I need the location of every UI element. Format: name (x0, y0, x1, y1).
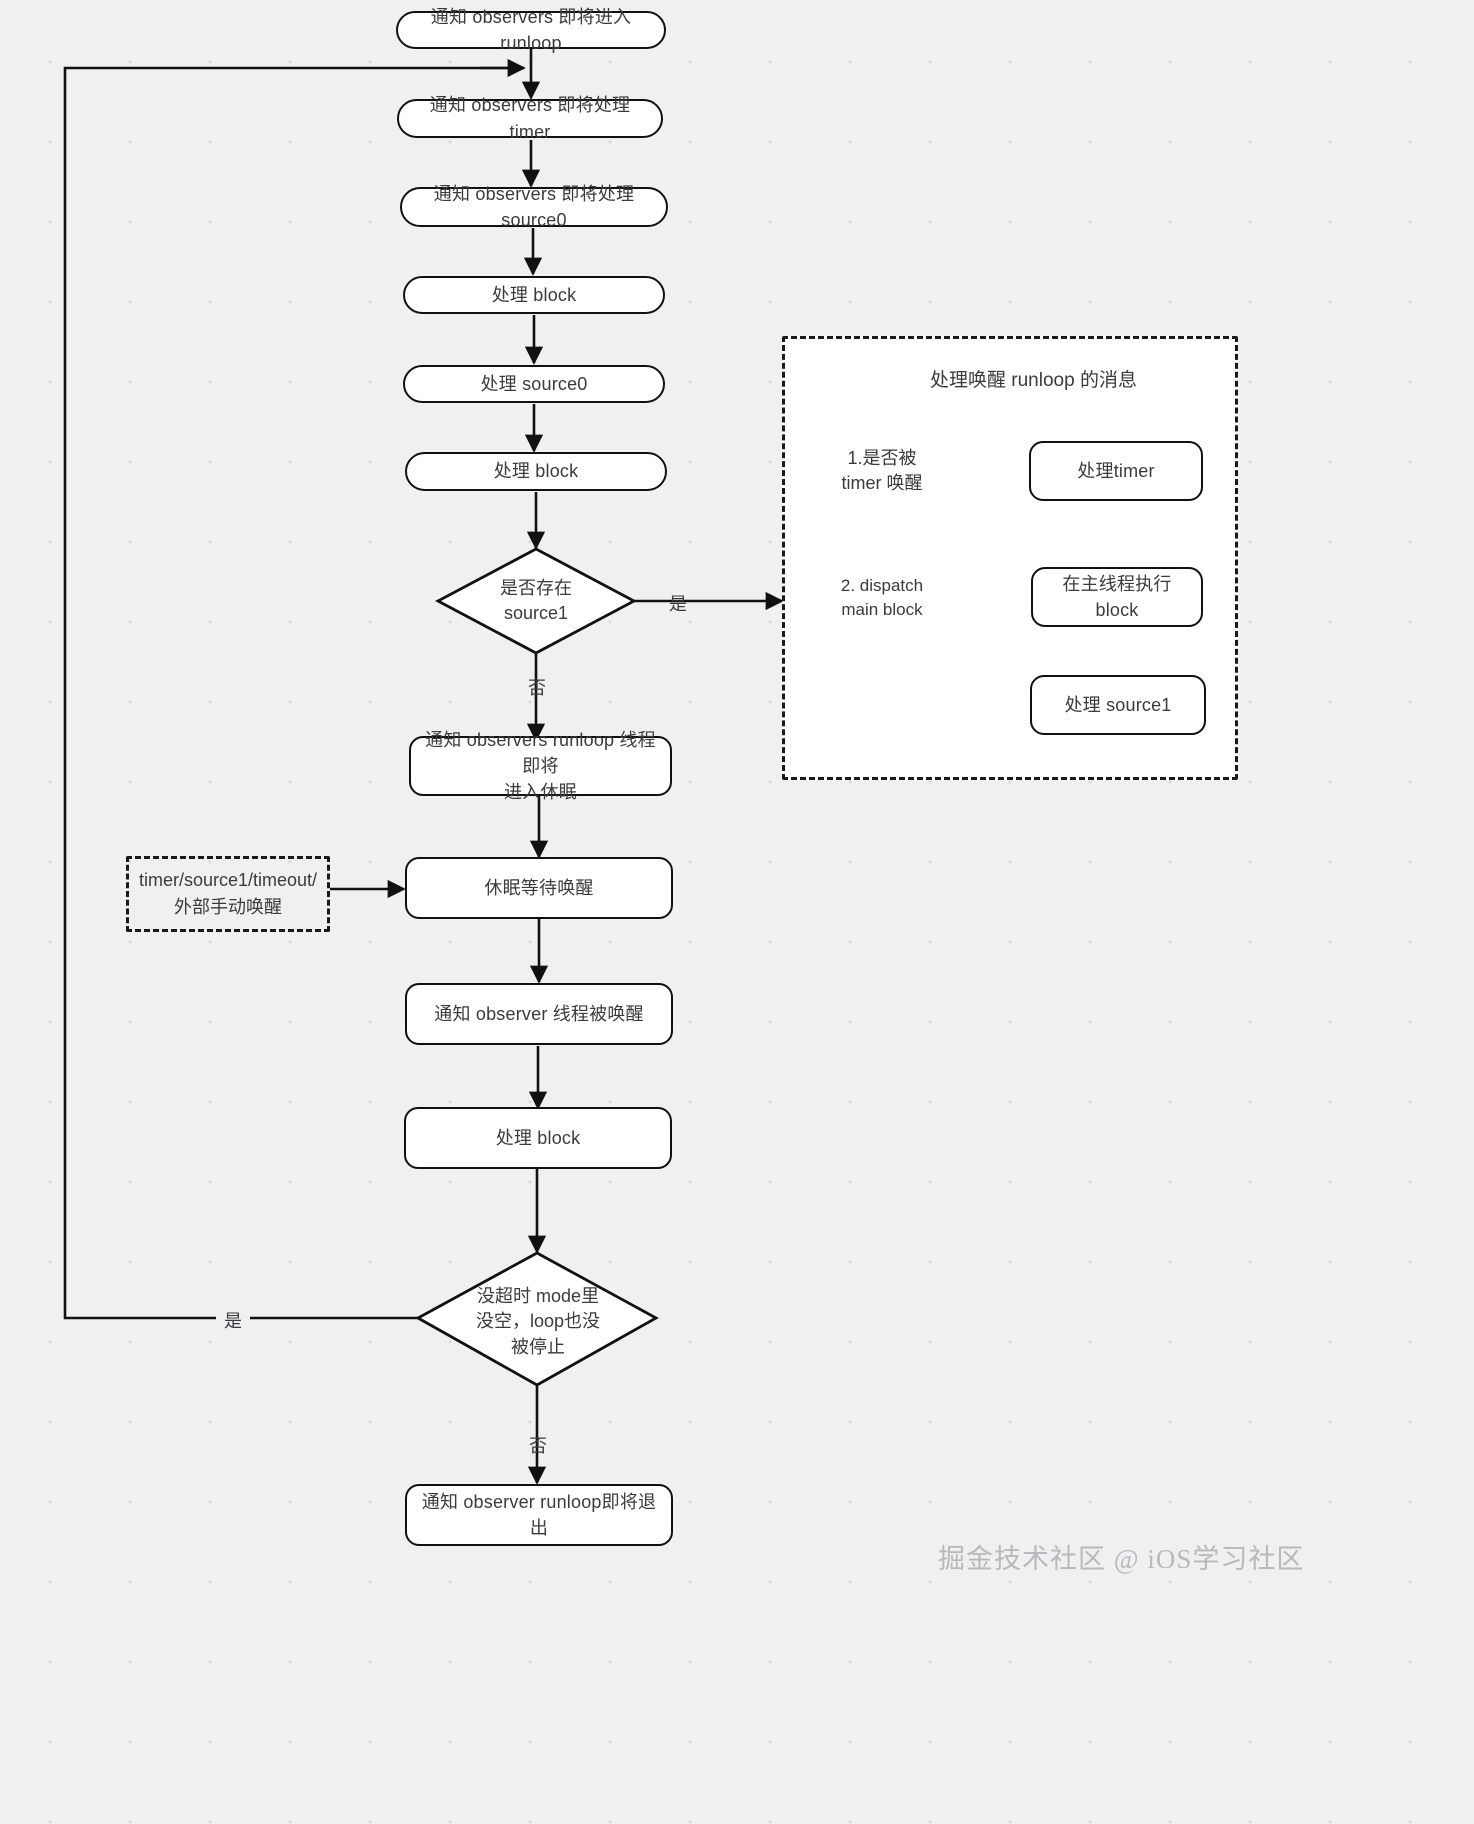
group-title-text: 处理唤醒 runloop 的消息 (930, 370, 1137, 391)
node-label-line1: 通知 observers runloop 线程即将 (425, 729, 656, 776)
node-process-source0[interactable]: 处理 source0 (403, 365, 665, 403)
node-execute-block-on-main-thread[interactable]: 在主线程执行block (1031, 567, 1203, 627)
edge-label-source1-yes: 是 (669, 590, 687, 616)
watermark-text: 掘金技术社区 @ iOS学习社区 (938, 1544, 1305, 1574)
node-process-block-1[interactable]: 处理 block (403, 276, 665, 314)
node-label: 处理 source1 (1064, 694, 1172, 715)
watermark: 掘金技术社区 @ iOS学习社区 (938, 1537, 1304, 1576)
edge-label-source1-no: 否 (528, 674, 546, 700)
group-title: 处理唤醒 runloop 的消息 (930, 365, 1137, 392)
node-label: 通知 observer 线程被唤醒 (434, 1003, 644, 1024)
node-label: 在主线程执行block (1062, 573, 1172, 620)
node-label: 处理 block (491, 284, 577, 305)
node-notify-enter-runloop[interactable]: 通知 observers 即将进入 runloop (396, 7, 666, 53)
node-handle-timer[interactable]: 处理timer (1029, 441, 1203, 501)
edge-label-loop-yes: 是 (216, 1307, 250, 1333)
node-sleep-wait-wakeup[interactable]: 休眠等待唤醒 (405, 857, 673, 919)
node-label: 休眠等待唤醒 (484, 877, 594, 898)
edge-label-loop-no: 否 (529, 1432, 547, 1458)
node-process-block-3[interactable]: 处理 block (404, 1107, 672, 1169)
edge-label-text: 是 (224, 1311, 242, 1331)
node-notify-runloop-exit[interactable]: 通知 observer runloop即将退出 (405, 1484, 673, 1546)
edge-label-text: 否 (528, 678, 546, 698)
node-label: 通知 observers 即将处理 source0 (433, 183, 635, 230)
node-handle-source1[interactable]: 处理 source1 (1030, 675, 1206, 735)
edge-label-text: 否 (529, 1436, 547, 1456)
node-label-line2: 进入休眠 (504, 782, 577, 803)
decision-source1-shape (435, 547, 637, 655)
node-notify-process-source0[interactable]: 通知 observers 即将处理 source0 (400, 184, 668, 230)
node-label: 通知 observers 即将处理 timer (429, 95, 631, 142)
note-line2: 外部手动唤醒 (174, 897, 282, 917)
edge-label-text: 是 (669, 594, 687, 614)
node-notify-thread-awake[interactable]: 通知 observer 线程被唤醒 (405, 983, 673, 1045)
node-process-block-2[interactable]: 处理 block (405, 452, 667, 491)
node-label: 处理 source0 (480, 373, 588, 394)
node-label: 处理 block (493, 461, 579, 482)
note-wakeup-sources: timer/source1/timeout/ 外部手动唤醒 (126, 856, 330, 932)
node-label: 通知 observer runloop即将退出 (421, 1491, 657, 1538)
note-line1: timer/source1/timeout/ (138, 870, 318, 890)
node-label: 处理timer (1077, 460, 1155, 481)
node-label: 通知 observers 即将进入 runloop (430, 6, 632, 53)
node-notify-process-timer[interactable]: 通知 observers 即将处理 timer (397, 95, 663, 142)
decision-loop-shape (415, 1251, 659, 1387)
node-notify-thread-will-sleep[interactable]: 通知 observers runloop 线程即将 进入休眠 (409, 730, 672, 802)
node-label: 处理 block (495, 1127, 581, 1148)
